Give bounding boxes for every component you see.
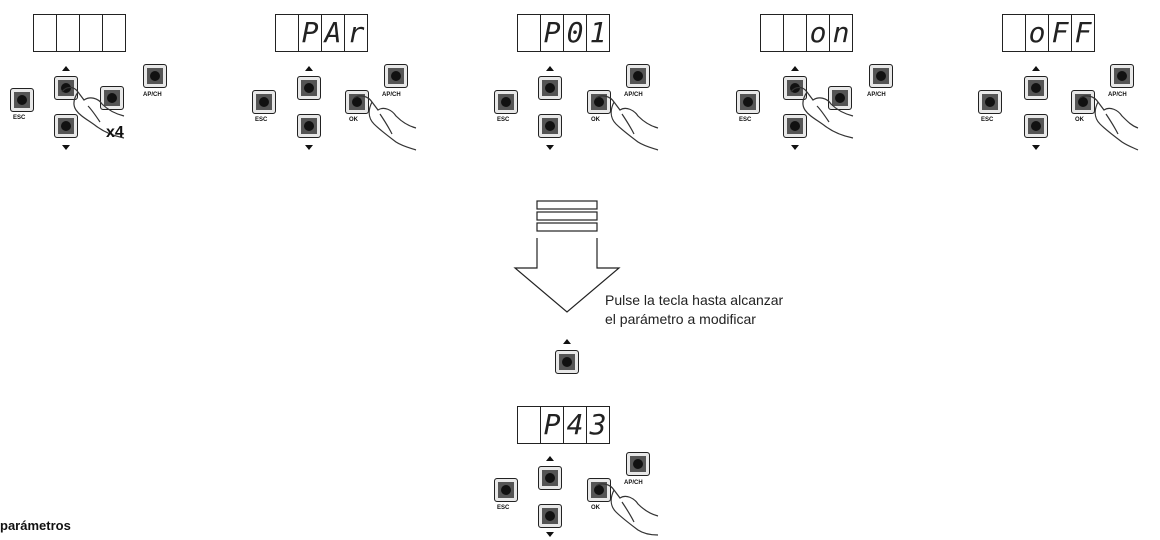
down-button[interactable] — [783, 114, 807, 138]
ok-label: OK — [591, 505, 600, 511]
ok-button[interactable] — [1071, 90, 1095, 114]
instruction-line-2: el parámetro a modificar — [605, 311, 756, 327]
esc-button[interactable] — [494, 478, 518, 502]
up-arrow-icon — [62, 66, 70, 71]
section-heading: parámetros — [0, 518, 71, 533]
down-arrow-icon — [546, 532, 554, 537]
digit: F — [1048, 15, 1071, 51]
display: P 4 3 — [517, 406, 610, 444]
digit: P — [540, 15, 563, 51]
digit: o — [806, 15, 829, 51]
down-button[interactable] — [538, 504, 562, 528]
apch-label: AP/CH — [382, 92, 401, 98]
down-arrow-icon — [305, 145, 313, 150]
down-button[interactable] — [54, 114, 78, 138]
digit — [518, 407, 540, 443]
digit: o — [1025, 15, 1048, 51]
display — [33, 14, 126, 52]
down-button[interactable] — [1024, 114, 1048, 138]
esc-button[interactable] — [736, 90, 760, 114]
digit — [1003, 15, 1025, 51]
digit: n — [829, 15, 852, 51]
esc-label: ESC — [255, 117, 268, 123]
esc-button[interactable] — [10, 88, 34, 112]
digit: 0 — [563, 15, 586, 51]
up-button[interactable] — [297, 76, 321, 100]
display: P 0 1 — [517, 14, 610, 52]
ok-button[interactable] — [345, 90, 369, 114]
down-button[interactable] — [538, 114, 562, 138]
up-button[interactable] — [538, 466, 562, 490]
apch-label: AP/CH — [1108, 92, 1127, 98]
apch-label: AP/CH — [624, 480, 643, 486]
display: P A r — [275, 14, 368, 52]
up-button[interactable] — [1024, 76, 1048, 100]
ok-button[interactable] — [587, 90, 611, 114]
digit — [56, 15, 79, 51]
multiplier-label: x4 — [106, 124, 124, 141]
instruction-line-1: Pulse la tecla hasta alcanzar — [605, 292, 784, 308]
up-button-standalone[interactable] — [555, 350, 579, 374]
digit — [34, 15, 56, 51]
apch-button[interactable] — [1110, 64, 1134, 88]
digit — [102, 15, 125, 51]
esc-label: ESC — [497, 117, 510, 123]
apch-button[interactable] — [626, 64, 650, 88]
digit — [761, 15, 783, 51]
esc-label: ESC — [13, 115, 26, 121]
digit: 3 — [586, 407, 609, 443]
up-arrow-icon — [305, 66, 313, 71]
down-arrow-icon — [62, 145, 70, 150]
hand-icon — [595, 483, 659, 536]
esc-button[interactable] — [978, 90, 1002, 114]
digit: F — [1071, 15, 1094, 51]
ok-button[interactable] — [587, 478, 611, 502]
hand-icon — [790, 86, 854, 139]
down-button[interactable] — [297, 114, 321, 138]
apch-label: AP/CH — [143, 92, 162, 98]
esc-button[interactable] — [252, 90, 276, 114]
down-flow-arrow-icon — [513, 200, 621, 313]
hand-icon — [595, 95, 659, 151]
esc-button[interactable] — [494, 90, 518, 114]
apch-button[interactable] — [869, 64, 893, 88]
hand-icon — [61, 86, 125, 139]
esc-label: ESC — [497, 505, 510, 511]
down-arrow-icon — [1032, 145, 1040, 150]
apch-label: AP/CH — [867, 92, 886, 98]
digit: P — [298, 15, 321, 51]
down-arrow-icon — [546, 145, 554, 150]
up-arrow-icon — [546, 456, 554, 461]
apch-label: AP/CH — [624, 92, 643, 98]
ok-label: OK — [1075, 117, 1084, 123]
ok-label: OK — [349, 117, 358, 123]
up-button[interactable] — [538, 76, 562, 100]
esc-label: ESC — [739, 117, 752, 123]
digit: 1 — [586, 15, 609, 51]
hand-icon — [1079, 95, 1139, 151]
up-arrow-icon — [1032, 66, 1040, 71]
apch-button[interactable] — [384, 64, 408, 88]
digit: 4 — [563, 407, 586, 443]
hand-icon — [353, 95, 417, 151]
display: o n — [760, 14, 853, 52]
ok-label: OK — [591, 117, 600, 123]
up-arrow-icon — [546, 66, 554, 71]
instruction-text: Pulse la tecla hasta alcanzar el parámet… — [605, 291, 783, 329]
digit: P — [540, 407, 563, 443]
digit: A — [321, 15, 344, 51]
esc-label: ESC — [981, 117, 994, 123]
up-arrow-icon — [563, 339, 571, 344]
ok-button[interactable] — [828, 86, 852, 110]
display: o F F — [1002, 14, 1095, 52]
digit: r — [344, 15, 367, 51]
down-arrow-icon — [791, 145, 799, 150]
apch-button[interactable] — [143, 64, 167, 88]
digit — [79, 15, 102, 51]
up-arrow-icon — [791, 66, 799, 71]
digit — [783, 15, 806, 51]
digit — [518, 15, 540, 51]
apch-button[interactable] — [626, 452, 650, 476]
digit — [276, 15, 298, 51]
